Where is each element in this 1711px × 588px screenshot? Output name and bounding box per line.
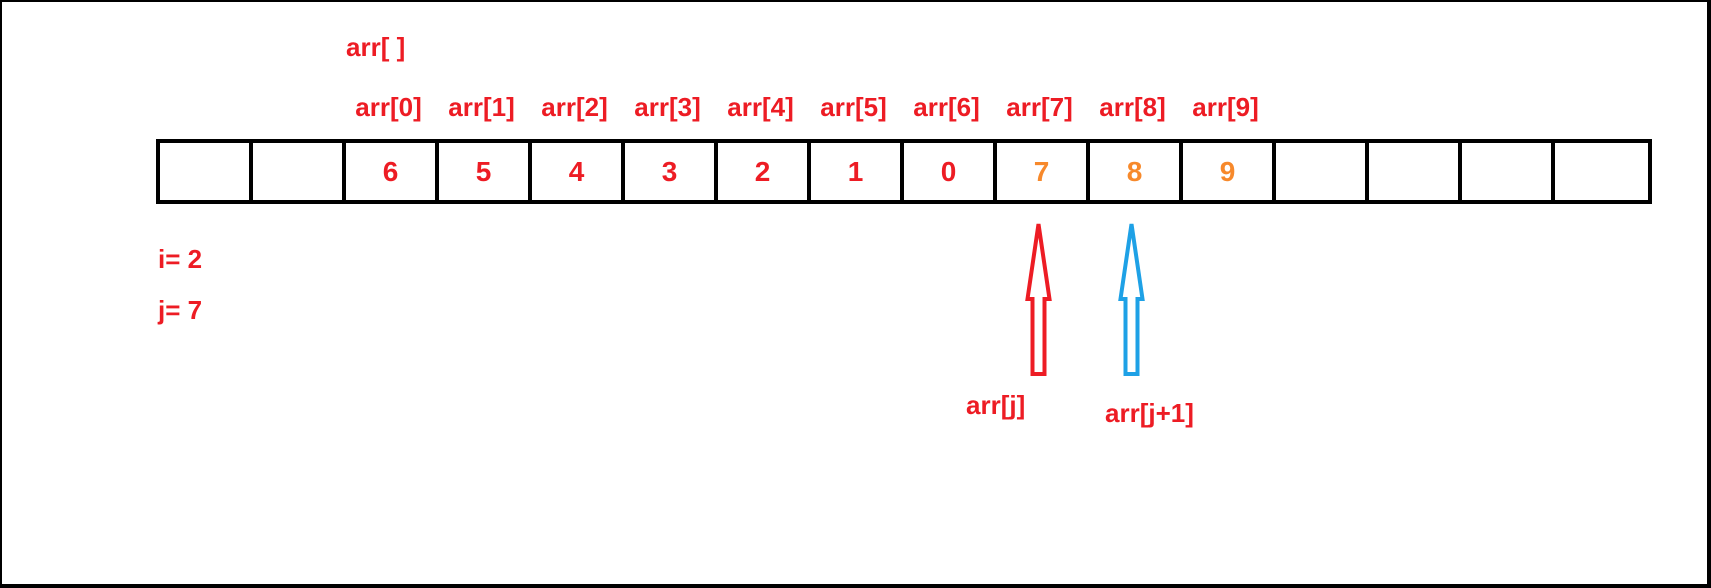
- array-cell: 9: [1183, 143, 1276, 200]
- array-cell: 8: [1090, 143, 1183, 200]
- index-label: arr[1]: [448, 92, 515, 122]
- pointer-label-arr-j-plus-1: arr[j+1]: [1105, 398, 1194, 428]
- index-label: arr[5]: [820, 92, 887, 122]
- arrow-up-icon-arr-j-plus-1: [1118, 223, 1145, 376]
- index-label: arr[9]: [1192, 92, 1259, 122]
- variable-j-label: j= 7: [158, 295, 203, 325]
- index-label: arr[4]: [727, 92, 794, 122]
- array-cell: 7: [997, 143, 1090, 200]
- array-cells: 6 5 4 3 2 1 0 7 8 9: [156, 139, 1652, 204]
- array-cell: [1276, 143, 1369, 200]
- pointer-label-arr-j: arr[j]: [966, 390, 1026, 420]
- index-label: arr[2]: [541, 92, 608, 122]
- index-label: arr[3]: [634, 92, 701, 122]
- array-cell: 5: [439, 143, 532, 200]
- array-cell: [1462, 143, 1555, 200]
- array-cell: 1: [811, 143, 904, 200]
- array-cell: [1369, 143, 1462, 200]
- cell-value: 9: [1219, 155, 1236, 187]
- cell-value: 0: [940, 155, 957, 187]
- cell-value: 5: [475, 155, 492, 187]
- cell-value: 8: [1126, 155, 1143, 187]
- array-name-label: arr[ ]: [346, 32, 406, 62]
- index-label: arr[6]: [913, 92, 980, 122]
- index-label: arr[0]: [355, 92, 422, 122]
- cell-value: 7: [1033, 155, 1050, 187]
- index-label: arr[8]: [1099, 92, 1166, 122]
- array-cell: 6: [346, 143, 439, 200]
- array-cell: 3: [625, 143, 718, 200]
- cell-value: 2: [754, 155, 771, 187]
- cell-value: 4: [568, 155, 585, 187]
- cell-value: 6: [382, 155, 399, 187]
- variable-i-label: i= 2: [158, 244, 203, 274]
- index-label: arr[7]: [1006, 92, 1073, 122]
- array-cell: [253, 143, 346, 200]
- array-cell: 2: [718, 143, 811, 200]
- array-cell: 4: [532, 143, 625, 200]
- index-label-row: arr[0] arr[1] arr[2] arr[3] arr[4] arr[5] arr[…: [156, 92, 1644, 123]
- arrow-up-icon-arr-j: [1025, 223, 1052, 376]
- array-cell: [160, 143, 253, 200]
- array-cell: 0: [904, 143, 997, 200]
- cell-value: 1: [847, 155, 864, 187]
- cell-value: 3: [661, 155, 678, 187]
